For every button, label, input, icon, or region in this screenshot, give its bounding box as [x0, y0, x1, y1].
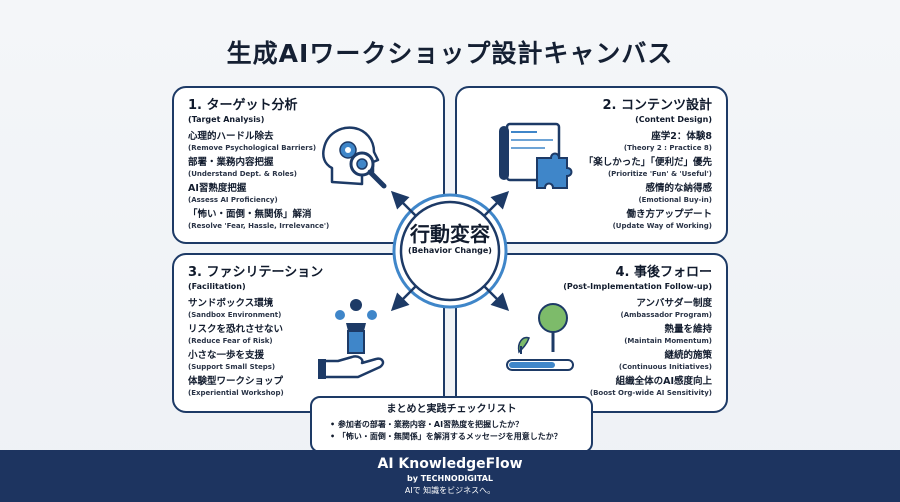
podium-hand-icon: [318, 295, 393, 385]
quadrant-title: 2. コンテンツ設計: [602, 98, 712, 113]
list-item: 体験型ワークショップ(Experiential Workshop): [188, 376, 284, 397]
brand-footer: AI KnowledgeFlow by TECHNODIGITAL AIで 知識…: [0, 450, 900, 502]
list-item: 熱量を維持(Maintain Momentum): [624, 324, 712, 345]
center-label: 行動変容 (Behavior Change): [398, 222, 502, 256]
quadrant-facilitation: 3. ファシリテーション (Facilitation) サンドボックス環境(Sa…: [172, 253, 445, 413]
blueprint-puzzle-icon: [497, 118, 582, 198]
quadrant-subtitle: (Content Design): [635, 115, 712, 124]
quadrant-title: 1. ターゲット分析: [188, 98, 298, 113]
list-item: 感情的な納得感(Emotional Buy-in): [638, 183, 712, 204]
head-gears-magnifier-icon: [318, 120, 398, 200]
list-item: 部署・業務内容把握(Understand Dept. & Roles): [188, 157, 298, 178]
quadrant-target-analysis: 1. ターゲット分析 (Target Analysis) 心理的ハードル除去(R…: [172, 86, 445, 244]
brand-tagline: AIで 知識をビジネスへ。: [404, 486, 496, 495]
quadrant-subtitle: (Facilitation): [188, 282, 246, 291]
quadrant-title: 3. ファシリテーション: [188, 265, 324, 280]
center-sub-text: (Behavior Change): [408, 246, 492, 255]
list-item: 座学2：体験8(Theory 2 : Practice 8): [623, 131, 712, 152]
brand-name: AI KnowledgeFlow: [377, 456, 523, 472]
list-item: アンバサダー制度(Ambassador Program): [620, 298, 712, 319]
brand-by: by TECHNODIGITAL: [407, 474, 493, 483]
checklist-item: 参加者の部署・業務内容・AI習熟度を把握したか？: [322, 419, 581, 431]
list-item: 働き方アップデート(Update Way of Working): [612, 209, 712, 230]
list-item: サンドボックス環境(Sandbox Environment): [188, 298, 282, 319]
list-item: 心理的ハードル除去(Remove Psychological Barriers): [188, 131, 317, 152]
list-item: AI習熟度把握(Assess AI Proficiency): [188, 183, 278, 204]
behavior-change-hub: [390, 190, 510, 312]
list-item: 継続的施策(Continuous Initiatives): [618, 350, 712, 371]
checklist-title: まとめと実践チェックリスト: [386, 404, 517, 415]
list-item: 組織全体のAI感度向上(Boost Org-wide AI Sensitivit…: [589, 376, 712, 397]
center-main-text: 行動変容: [410, 222, 490, 246]
list-item: 「怖い・面倒・無関係」解消(Resolve 'Fear, Hassle, Irr…: [188, 209, 330, 230]
checklist-item: 「怖い・面倒・無関係」を解消するメッセージを用意したか？: [322, 431, 581, 443]
summary-checklist: まとめと実践チェックリスト 参加者の部署・業務内容・AI習熟度を把握したか？ 「…: [310, 396, 593, 453]
list-item: リスクを恐れさせない(Reduce Fear of Risk): [188, 324, 284, 345]
quadrant-follow-up: 4. 事後フォロー (Post-Implementation Follow-up…: [455, 253, 728, 413]
list-item: 「楽しかった」「便利だ」優先(Prioritize 'Fun' & 'Usefu…: [583, 157, 712, 178]
growing-tree-progress-icon: [505, 298, 575, 378]
quadrant-title: 4. 事後フォロー: [615, 265, 712, 280]
list-item: 小さな一歩を支援(Support Small Steps): [188, 350, 276, 371]
quadrant-subtitle: (Target Analysis): [188, 115, 265, 124]
quadrant-content-design: 2. コンテンツ設計 (Content Design) 座学2：体験8(Theo…: [455, 86, 728, 244]
quadrant-subtitle: (Post-Implementation Follow-up): [563, 282, 712, 291]
canvas-title: 生成AIワークショップ設計キャンバス: [226, 39, 674, 68]
